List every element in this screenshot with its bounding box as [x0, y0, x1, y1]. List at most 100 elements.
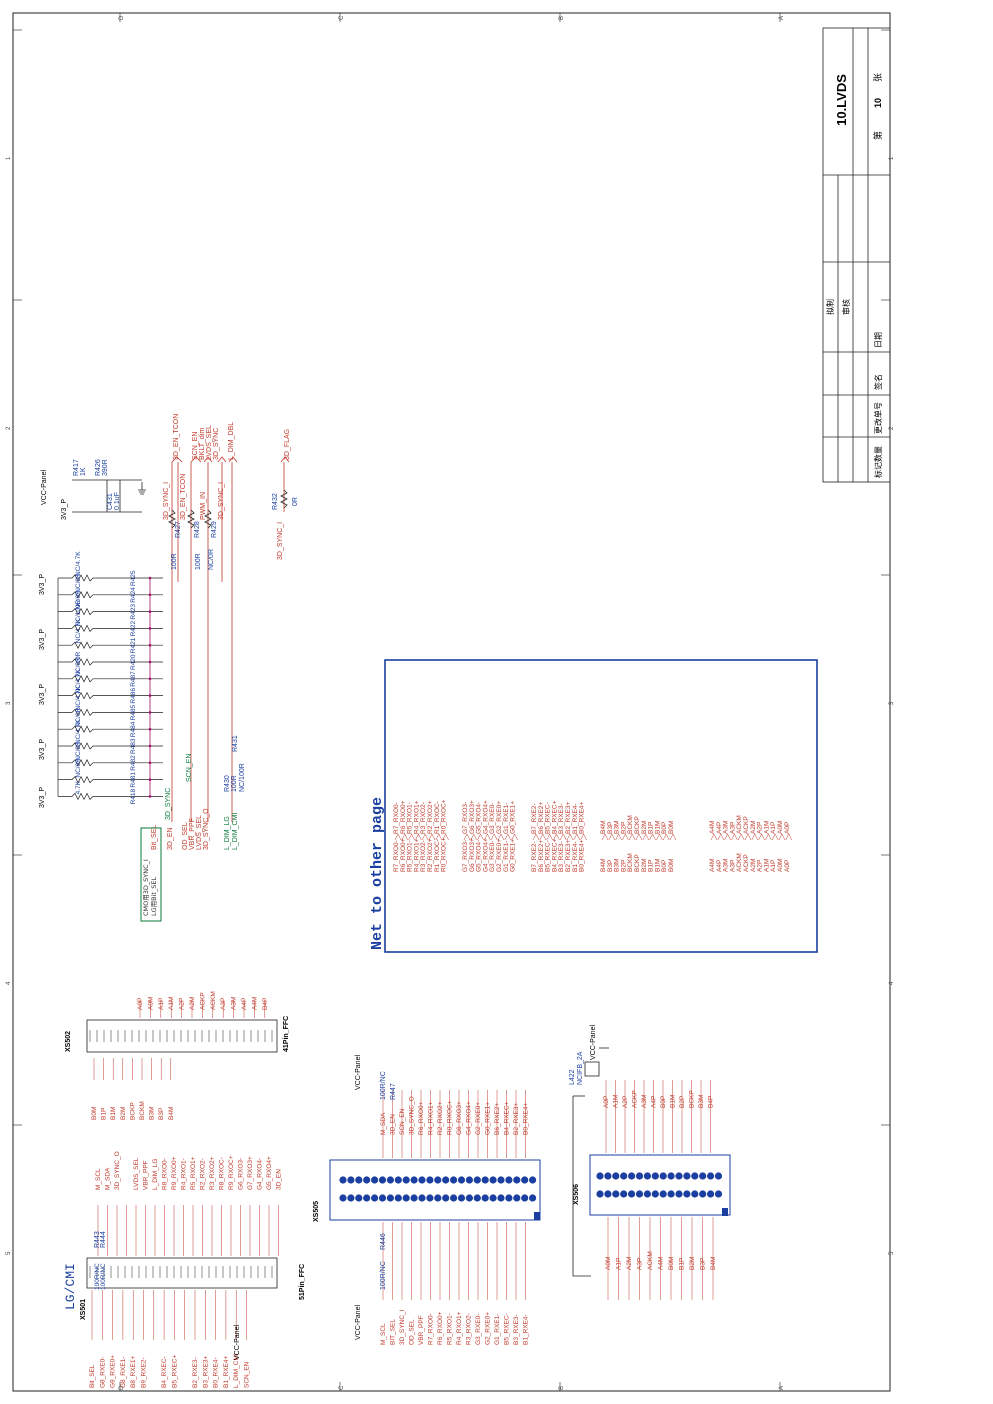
net-label: B7_RXE2-	[531, 841, 538, 872]
net-label: B6_RXE2+	[538, 839, 545, 872]
net-label: ACKP	[743, 816, 750, 834]
net-label: A4P	[716, 860, 723, 872]
control-net-labels: 3D_EN_TCON SCN_EN BKLT_dim LVDS_SEL 3D_S…	[173, 414, 291, 460]
connector-net-label: B3M	[698, 1095, 705, 1108]
connector-net-label: BIT_SEL	[390, 1319, 397, 1345]
net-label: G6_RXO3+	[469, 838, 476, 872]
connector-net-label: G7_RXO3+	[247, 1156, 254, 1190]
net-label: G5_RXO4-	[476, 802, 483, 834]
connector-net-label: R9_RXOC+	[228, 1155, 235, 1190]
net-label: B4_RXEC+	[551, 800, 558, 834]
connector-net-label: B0P	[660, 1096, 667, 1108]
svg-text:R444: R444	[100, 1231, 107, 1248]
frame-number: 4	[889, 981, 895, 985]
connector-xs506	[589, 1154, 731, 1216]
connector-net-label: R5_RXO1+	[190, 1156, 197, 1190]
svg-text:R430: R430	[224, 775, 231, 792]
net-label: A3P	[729, 822, 736, 834]
connector-net-label: B1M	[670, 1095, 677, 1108]
connector-net-label: B0M	[668, 1257, 675, 1270]
connector-net-label: ACKM	[210, 991, 217, 1010]
frame-number: 3	[6, 701, 12, 705]
connector-net-label: R6_RXO0+	[418, 1101, 425, 1135]
net-label: B1P	[648, 860, 655, 872]
pullup-ref: R484	[130, 721, 137, 737]
net-label: A4P	[716, 822, 723, 834]
svg-text:C431: C431	[107, 493, 114, 510]
connector-net-label: R2_RXO2-	[200, 1158, 207, 1190]
divider-network	[72, 479, 146, 513]
control-net-label: 3D_EN	[167, 827, 174, 850]
net-label: G2_RXE0+	[496, 839, 503, 872]
col-sign: 签名	[873, 374, 883, 390]
net-label: B3_RXE3-	[558, 803, 565, 834]
net-columns: R7_RXO0-R7_RXO0-R6_RXO0+R6_RXO0+R5_RXO1-…	[393, 799, 793, 872]
pullup-value: NC/4.7K	[75, 685, 82, 710]
frame-number: 1	[889, 156, 895, 160]
net-label: R1_RXOC-	[434, 801, 441, 834]
svg-text:41Pin_FFC: 41Pin_FFC	[283, 1016, 290, 1052]
connector-net-label: R3_RXO2+	[209, 1156, 216, 1190]
connector-net-label: B4M	[710, 1257, 717, 1270]
frame-letter: B	[559, 16, 565, 20]
connector-net-label: A4P	[241, 998, 248, 1010]
frame-letter: D	[119, 15, 125, 20]
svg-text:0R: 0R	[292, 497, 299, 506]
svg-text:R427: R427	[175, 521, 182, 538]
control-net-label: 3D_SYNC	[165, 788, 172, 820]
net-label: B0M	[668, 821, 675, 834]
net-label: G4_RXO4+	[482, 800, 489, 834]
net-label: B3M	[614, 821, 621, 834]
connector-net-label: A1P	[158, 998, 165, 1010]
connector-net-label: R4_RXO1+	[456, 1311, 463, 1345]
net-label: R0_RXOC+	[441, 837, 448, 872]
connector-net-label: 3D_SYNC_O	[409, 1096, 416, 1135]
net-label: G6_RXO3+	[469, 800, 476, 834]
net-label: B6_RXE2+	[538, 801, 545, 834]
sheet-border	[12, 12, 891, 1392]
connector-net-label: G4_RXO4-	[257, 1158, 264, 1190]
svg-text:100R/NC: 100R/NC	[94, 1263, 101, 1290]
connector-net-label: B2P	[679, 1096, 686, 1108]
frame-number: 1	[6, 156, 12, 160]
net-label: SCN_EN	[192, 432, 199, 460]
net-label: L_DIM_DBL	[228, 422, 235, 460]
net-label: A0P	[784, 860, 791, 872]
svg-text:100R/NC: 100R/NC	[380, 1071, 387, 1100]
control-net-label: SCN_EN	[186, 754, 193, 782]
net-label: A2M	[750, 821, 757, 834]
control-net-wires	[171, 456, 290, 822]
net-label: R7_RXO0-	[393, 802, 400, 834]
svg-text:NC/100R: NC/100R	[239, 763, 246, 792]
pullup-value: NC/0R	[75, 707, 82, 727]
control-net-label: L_DIM_CMI	[232, 813, 239, 850]
control-net-label: Bit_SEL	[151, 825, 158, 850]
connector-net-label: A0P	[603, 1096, 610, 1108]
pullup-value: 4.7K	[75, 780, 82, 794]
net-label: ACKP	[743, 854, 750, 872]
l422-inductor	[572, 1047, 609, 1277]
net-label: BCKM	[627, 815, 634, 834]
pullup-value: NC/0R	[75, 657, 82, 677]
net-label: A2P	[757, 860, 764, 872]
svg-text:XS502: XS502	[65, 1031, 72, 1052]
connector-net-label: G6_RXO3-	[238, 1158, 245, 1190]
connector-net-label: B3_RXE3-	[513, 1314, 520, 1345]
connector-net-label: B0M	[91, 1107, 98, 1120]
net-label: B3P	[607, 822, 614, 834]
net-label: G0_RXE1+	[510, 801, 517, 834]
pullup-ref: R421	[130, 637, 137, 653]
connector-net-label: R8_RXO0-	[162, 1158, 169, 1190]
connector-net-label: R3_RXO2-	[466, 1313, 473, 1345]
net-label: B1_RXE4-	[572, 841, 579, 872]
net-label: B4M	[600, 859, 607, 872]
net-label: A0M	[777, 859, 784, 872]
connector-net-label: A0M	[605, 1257, 612, 1270]
svg-text:R443: R443	[94, 1231, 101, 1248]
connector-net-label: A3P	[637, 1258, 644, 1270]
connector-net-label: A0P	[137, 998, 144, 1010]
connector-net-label: A2P	[622, 1096, 629, 1108]
connector-net-label: R5_RXO1-	[447, 1313, 454, 1345]
frame-number: 2	[889, 426, 895, 430]
